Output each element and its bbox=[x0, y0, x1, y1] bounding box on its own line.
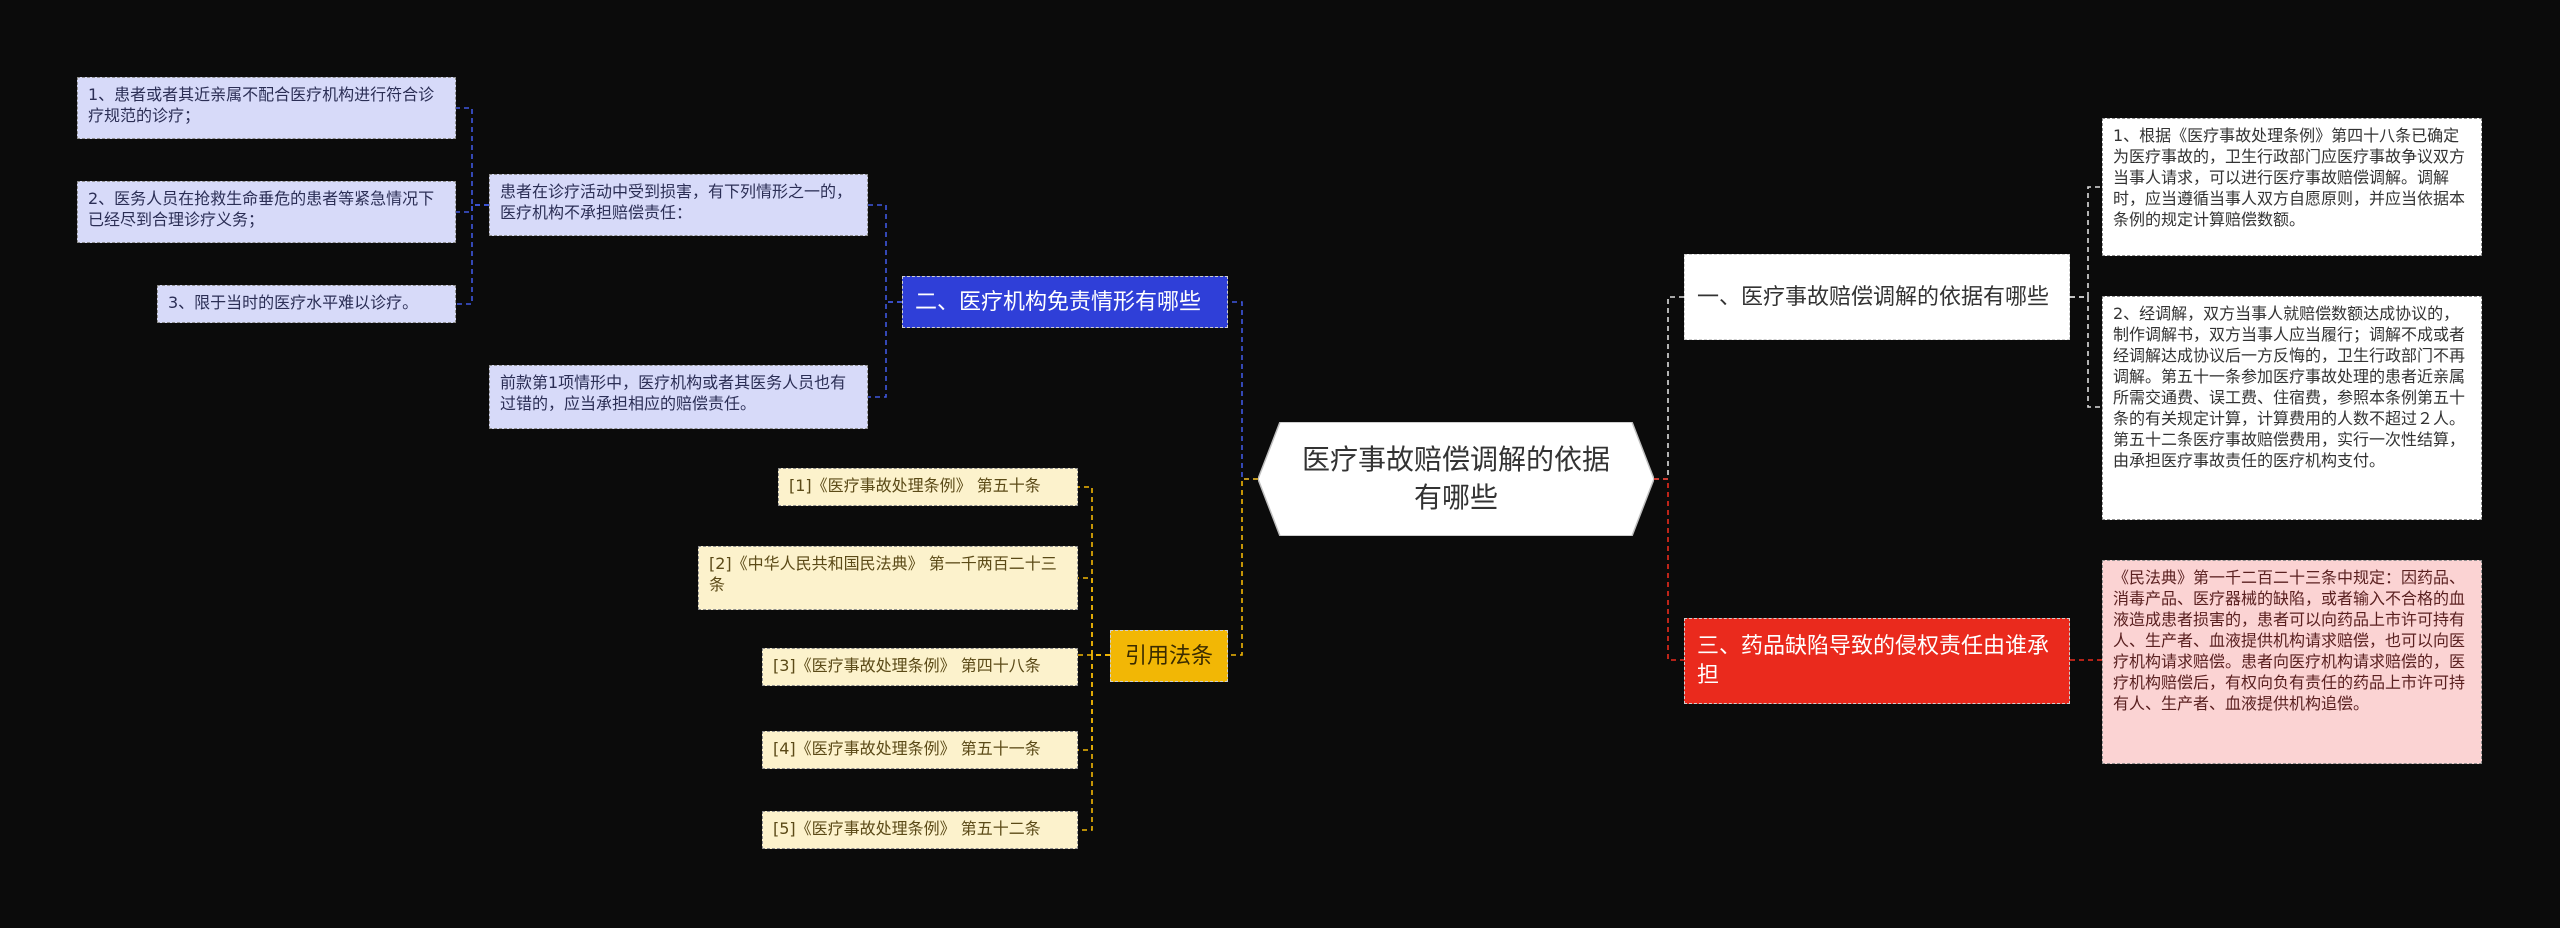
link-root-citations bbox=[1228, 478, 1258, 656]
basis-paragraph-1[interactable]: 1、根据《医疗事故处理条例》第四十八条已确定为医疗事故的，卫生行政部门应医疗事故… bbox=[2102, 118, 2482, 256]
link-root-exemption bbox=[1228, 301, 1258, 480]
exemption-intro[interactable]: 患者在诊疗活动中受到损害，有下列情形之一的，医疗机构不承担赔偿责任： bbox=[489, 174, 868, 236]
link-citation-4 bbox=[1078, 654, 1110, 751]
branch-exemption[interactable]: 二、医疗机构免责情形有哪些 bbox=[902, 276, 1228, 328]
link-root-defect bbox=[1654, 478, 1684, 661]
link-basis-p2 bbox=[2070, 296, 2102, 408]
link-basis-p1 bbox=[2070, 186, 2102, 298]
branch-defect[interactable]: 三、药品缺陷导致的侵权责任由谁承担 bbox=[1684, 618, 2070, 704]
branch-citations[interactable]: 引用法条 bbox=[1110, 630, 1228, 682]
exemption-note[interactable]: 前款第1项情形中，医疗机构或者其医务人员也有过错的，应当承担相应的赔偿责任。 bbox=[489, 365, 868, 429]
basis-paragraph-2[interactable]: 2、经调解，双方当事人就赔偿数额达成协议的，制作调解书，双方当事人应当履行；调解… bbox=[2102, 296, 2482, 520]
exemption-item-3[interactable]: 3、限于当时的医疗水平难以诊疗。 bbox=[157, 285, 456, 323]
link-exemption-intro bbox=[868, 204, 902, 303]
citation-item-1[interactable]: [1]《医疗事故处理条例》 第五十条 bbox=[778, 468, 1078, 506]
citation-item-2[interactable]: [2]《中华人民共和国民法典》 第一千两百二十三条 bbox=[698, 546, 1078, 610]
root-hexagon-shape bbox=[1258, 422, 1654, 536]
citation-item-4[interactable]: [4]《医疗事故处理条例》 第五十一条 bbox=[762, 731, 1078, 769]
root-node[interactable]: 医疗事故赔偿调解的依据有哪些 bbox=[1258, 422, 1654, 536]
link-root-basis bbox=[1654, 296, 1684, 480]
branch-basis[interactable]: 一、医疗事故赔偿调解的依据有哪些 bbox=[1684, 254, 2070, 340]
link-intro-item3 bbox=[456, 204, 489, 305]
citation-item-3[interactable]: [3]《医疗事故处理条例》 第四十八条 bbox=[762, 648, 1078, 686]
defect-text[interactable]: 《民法典》第一千二百二十三条中规定：因药品、消毒产品、医疗器械的缺陷，或者输入不… bbox=[2102, 560, 2482, 764]
exemption-item-1[interactable]: 1、患者或者其近亲属不配合医疗机构进行符合诊疗规范的诊疗； bbox=[77, 77, 456, 139]
link-citation-5 bbox=[1078, 654, 1110, 831]
link-citation-1 bbox=[1078, 486, 1110, 656]
exemption-item-2[interactable]: 2、医务人员在抢救生命垂危的患者等紧急情况下已经尽到合理诊疗义务； bbox=[77, 181, 456, 243]
root-title: 医疗事故赔偿调解的依据有哪些 bbox=[1301, 443, 1610, 514]
link-intro-item1 bbox=[456, 107, 489, 206]
citation-item-5[interactable]: [5]《医疗事故处理条例》 第五十二条 bbox=[762, 811, 1078, 849]
link-exemption-note bbox=[868, 301, 902, 398]
link-citation-2 bbox=[1078, 577, 1110, 656]
